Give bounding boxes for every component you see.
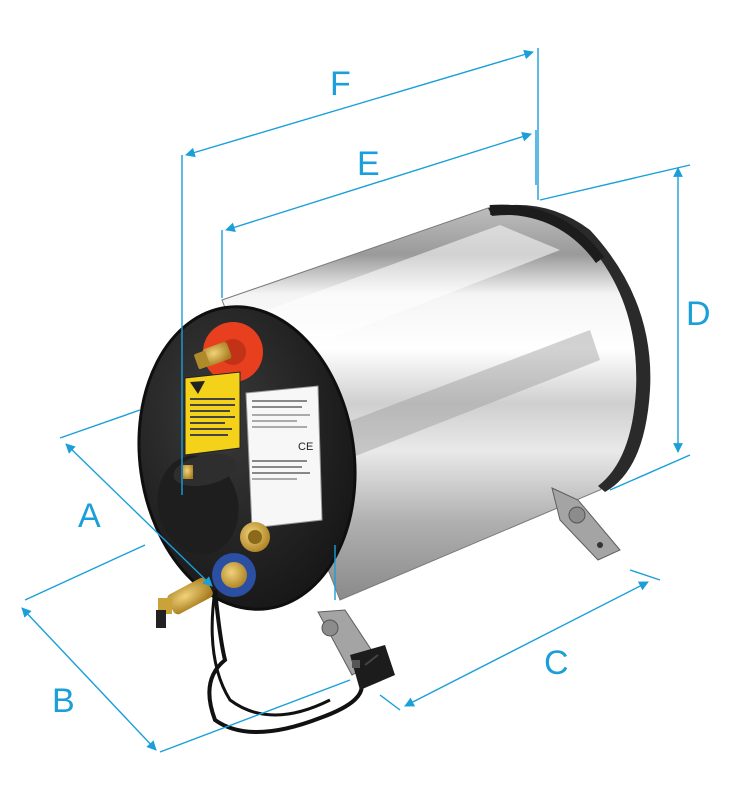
dimension-a-arrow bbox=[65, 443, 213, 587]
dimension-b-label: B bbox=[52, 682, 75, 720]
dimension-c-label: C bbox=[544, 644, 569, 682]
mounting-bracket-rear bbox=[551, 487, 621, 561]
cold-water-inlet bbox=[212, 522, 270, 597]
dimension-e-label: E bbox=[357, 145, 380, 183]
dimension-f-label: F bbox=[330, 65, 351, 103]
hot-water-outlet bbox=[194, 322, 263, 382]
warning-sticker bbox=[184, 371, 241, 456]
dimension-e-arrow bbox=[225, 131, 532, 233]
dimension-d-label: D bbox=[686, 295, 711, 333]
power-plug-icon bbox=[350, 645, 395, 690]
dimension-f-arrow bbox=[185, 49, 534, 158]
dimension-lines bbox=[21, 48, 691, 753]
drain-valve bbox=[156, 577, 213, 628]
dimension-b-arrow bbox=[21, 607, 157, 751]
dimension-c-arrow bbox=[404, 581, 649, 707]
rating-label: CE bbox=[245, 385, 323, 529]
power-cable bbox=[207, 589, 364, 734]
dimension-a-label: A bbox=[78, 497, 101, 535]
dimension-labels: F E D A B C bbox=[52, 65, 711, 720]
ce-mark: CE bbox=[298, 441, 313, 453]
